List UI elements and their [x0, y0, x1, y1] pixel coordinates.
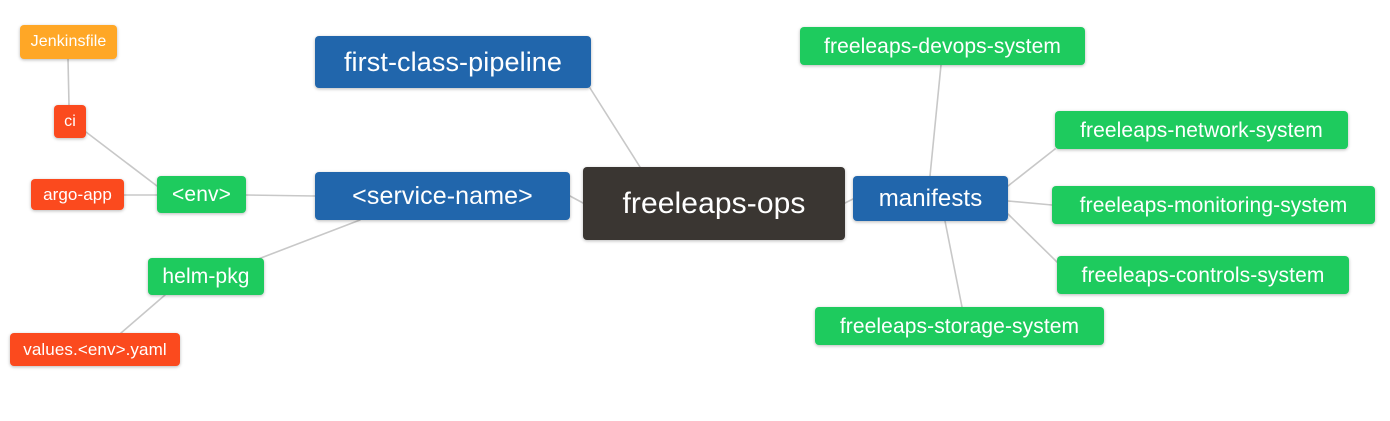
edge-freeleaps-ops-to-first-class-pipeline [589, 87, 641, 168]
node-label-argo-app: argo-app [43, 185, 112, 204]
node-label-first-class-pipeline: first-class-pipeline [343, 46, 563, 77]
node-freeleaps-controls-system[interactable]: freeleaps-controls-system [1057, 256, 1349, 294]
node-freeleaps-ops[interactable]: freeleaps-ops [583, 167, 845, 240]
node-freeleaps-devops-system[interactable]: freeleaps-devops-system [800, 27, 1085, 65]
node-freeleaps-storage-system[interactable]: freeleaps-storage-system [815, 307, 1104, 345]
node-service-name[interactable]: <service-name> [315, 172, 570, 220]
node-freeleaps-network-system[interactable]: freeleaps-network-system [1055, 111, 1348, 149]
node-label-freeleaps-network-system: freeleaps-network-system [1080, 118, 1323, 142]
edge-manifests-to-freeleaps-network-system [1007, 148, 1056, 187]
edge-env-to-ci [85, 131, 158, 187]
node-helm-pkg[interactable]: helm-pkg [148, 258, 264, 295]
node-label-freeleaps-controls-system: freeleaps-controls-system [1081, 263, 1325, 287]
edge-manifests-to-freeleaps-monitoring-system [1007, 200, 1053, 206]
edge-manifests-to-freeleaps-controls-system [1007, 213, 1058, 263]
edge-freeleaps-ops-to-service-name [569, 195, 584, 204]
node-label-service-name: <service-name> [352, 181, 533, 210]
node-label-freeleaps-monitoring-system: freeleaps-monitoring-system [1079, 193, 1348, 217]
edge-freeleaps-ops-to-manifests [844, 198, 854, 204]
node-label-ci: ci [64, 112, 76, 130]
node-first-class-pipeline[interactable]: first-class-pipeline [315, 36, 591, 88]
node-ci[interactable]: ci [54, 105, 86, 138]
node-argo-app[interactable]: argo-app [31, 179, 124, 210]
node-label-freeleaps-ops: freeleaps-ops [622, 186, 806, 220]
node-values-yaml[interactable]: values.<env>.yaml [10, 333, 180, 366]
node-label-helm-pkg: helm-pkg [162, 265, 250, 288]
node-env[interactable]: <env> [157, 176, 246, 213]
edge-service-name-to-env [245, 194, 316, 197]
node-label-manifests: manifests [878, 184, 983, 212]
node-freeleaps-monitoring-system[interactable]: freeleaps-monitoring-system [1052, 186, 1375, 224]
edge-manifests-to-freeleaps-devops-system [929, 64, 942, 177]
edge-manifests-to-freeleaps-storage-system [944, 220, 963, 308]
edge-helm-pkg-to-values-yaml [120, 294, 166, 334]
node-label-freeleaps-devops-system: freeleaps-devops-system [824, 34, 1061, 58]
edge-ci-to-jenkinsfile [67, 58, 70, 106]
node-jenkinsfile[interactable]: Jenkinsfile [20, 25, 117, 59]
node-label-env: <env> [172, 183, 231, 206]
node-label-values-yaml: values.<env>.yaml [23, 340, 167, 359]
node-manifests[interactable]: manifests [853, 176, 1008, 221]
node-label-jenkinsfile: Jenkinsfile [30, 33, 107, 50]
node-label-freeleaps-storage-system: freeleaps-storage-system [839, 314, 1080, 338]
